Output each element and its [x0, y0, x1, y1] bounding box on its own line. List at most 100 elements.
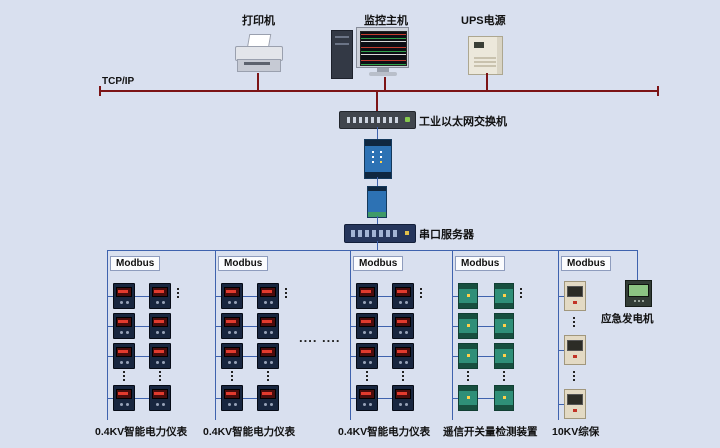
protocol-converter-terminal	[368, 212, 386, 217]
io-module-device	[458, 313, 478, 339]
protection-relay-device	[564, 389, 586, 419]
ellipsis-dots	[467, 371, 469, 373]
power-meter-device	[356, 283, 378, 309]
bus-stub-line	[453, 356, 509, 357]
modbus-bus-line	[452, 250, 453, 420]
power-meter-device	[392, 385, 414, 411]
ellipsis-dots	[573, 317, 575, 319]
converter-link-line	[377, 177, 378, 186]
tcpip-label: TCP/IP	[102, 76, 135, 87]
power-meter-device	[257, 313, 279, 339]
power-meter-device	[257, 283, 279, 309]
power-meter-device	[356, 385, 378, 411]
protocol-converter-top	[368, 187, 386, 191]
generator-label: 应急发电机	[601, 313, 654, 325]
serial-server-ports	[351, 230, 399, 237]
modbus-trunk-line	[107, 250, 638, 251]
host-drop-line	[384, 77, 386, 90]
io-module-device	[458, 283, 478, 309]
ethernet-switch-label: 工业以太网交换机	[419, 116, 507, 128]
serial-server-icon	[344, 224, 416, 243]
modbus-group-5: Modbus	[558, 250, 653, 422]
modbus-bus-line	[350, 250, 351, 420]
power-meter-device	[257, 385, 279, 411]
modbus-group-2: Modbus	[215, 250, 310, 422]
protocol-converter-icon	[367, 186, 387, 218]
power-meter-device	[113, 343, 135, 369]
crt-monitor-icon	[356, 27, 409, 68]
bus-stub-line	[216, 296, 274, 297]
monitor-screen-waveforms	[360, 31, 407, 66]
io-module-device	[458, 385, 478, 411]
io-module-device	[494, 283, 514, 309]
group-4-bottom-label: 遥信开关量检测装置	[443, 426, 538, 438]
power-meter-device	[149, 313, 171, 339]
ellipsis-dots	[573, 371, 575, 373]
group-continuation-dots: .... ....	[299, 330, 341, 345]
ellipsis-dots	[177, 288, 179, 290]
ellipsis-dots	[366, 371, 368, 373]
power-meter-device	[113, 283, 135, 309]
ellipsis-dots	[520, 288, 522, 290]
ups-display	[474, 42, 484, 48]
bus-stub-line	[108, 326, 166, 327]
bus-stub-line	[453, 326, 509, 327]
power-meter-device	[149, 385, 171, 411]
to-serial-server-line	[377, 216, 378, 224]
tcpip-bus-right-tick	[657, 86, 659, 96]
power-meter-device	[149, 283, 171, 309]
modbus-bus-line	[107, 250, 108, 420]
tcpip-bus-left-tick	[99, 86, 101, 96]
converter-bottom-ports	[365, 172, 391, 178]
serial-server-label: 串口服务器	[419, 229, 474, 241]
switch-ports	[347, 117, 401, 123]
modbus-bus-line	[215, 250, 216, 420]
device-grid	[452, 250, 547, 422]
bus-stub-line	[351, 326, 409, 327]
io-module-device	[494, 313, 514, 339]
ellipsis-dots	[123, 371, 125, 373]
bus-stub-line	[108, 356, 166, 357]
modbus-label: Modbus	[353, 256, 404, 271]
ellipsis-dots	[159, 371, 161, 373]
tower-drive-slot	[335, 43, 349, 45]
device-grid	[215, 250, 310, 422]
power-meter-device	[221, 313, 243, 339]
power-meter-device	[392, 343, 414, 369]
server-downlink-line	[377, 241, 378, 251]
printer-icon	[234, 34, 283, 72]
bus-stub-line	[453, 398, 509, 399]
modbus-label: Modbus	[110, 256, 161, 271]
ups-label: UPS电源	[461, 15, 506, 27]
computer-tower-icon	[331, 30, 353, 79]
modbus-label: Modbus	[455, 256, 506, 271]
power-meter-device	[149, 343, 171, 369]
generator-drop-line	[637, 251, 638, 281]
generator-screen	[628, 284, 649, 297]
ellipsis-dots	[285, 288, 287, 290]
bus-stub-line	[216, 326, 274, 327]
protection-relay-device	[564, 335, 586, 365]
modbus-group-3: Modbus	[350, 250, 445, 422]
ups-side-panel	[497, 37, 502, 74]
converter-top-panel	[365, 140, 391, 146]
power-meter-device	[221, 343, 243, 369]
group-3-bottom-label: 0.4KV智能电力仪表	[338, 426, 431, 438]
printer-slot	[244, 62, 270, 65]
protection-relay-device	[564, 281, 586, 311]
bus-stub-line	[351, 296, 409, 297]
group-2-bottom-label: 0.4KV智能电力仪表	[203, 426, 296, 438]
ellipsis-dots	[231, 371, 233, 373]
serial-server-led	[405, 231, 409, 235]
io-module-device	[458, 343, 478, 369]
power-meter-device	[392, 283, 414, 309]
ellipsis-dots	[420, 288, 422, 290]
bus-stub-line	[108, 296, 166, 297]
power-meter-device	[221, 385, 243, 411]
bus-stub-line	[216, 398, 274, 399]
generator-buttons	[626, 300, 651, 302]
io-module-device	[494, 343, 514, 369]
monitor-stand-base	[369, 72, 397, 76]
power-meter-device	[113, 313, 135, 339]
power-meter-device	[356, 343, 378, 369]
